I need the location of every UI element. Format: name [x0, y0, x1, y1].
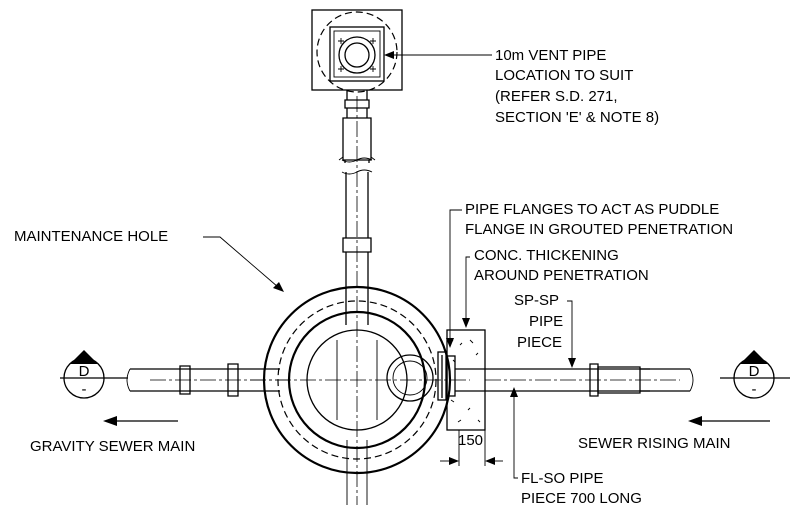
- maintenance-hole-label: MAINTENANCE HOLE: [14, 228, 168, 245]
- vent-label-4: SECTION 'E' & NOTE 8): [495, 109, 659, 126]
- flso-label-1: FL-SO PIPE: [521, 470, 604, 487]
- section-letter-right: D: [749, 363, 760, 380]
- gravity-pipe: [126, 363, 290, 397]
- flange-label-2: FLANGE IN GROUTED PENETRATION: [465, 221, 733, 238]
- rising-main-pipe: [455, 363, 694, 397]
- section-marker-right: D -: [720, 350, 790, 399]
- flow-arrows: [103, 416, 770, 426]
- dimension-150: [440, 430, 503, 466]
- flange-label-1: PIPE FLANGES TO ACT AS PUDDLE: [465, 201, 719, 218]
- spsp-label-3: PIECE: [517, 334, 562, 351]
- section-sub-right: -: [752, 381, 757, 398]
- section-sub-left: -: [82, 381, 87, 398]
- section-marker-left: D -: [60, 350, 128, 399]
- spsp-label-2: PIPE: [529, 313, 563, 330]
- maintenance-hole: [250, 285, 470, 505]
- dimension-label: 150: [458, 432, 483, 449]
- vent-label-3: (REFER S.D. 271,: [495, 88, 618, 105]
- leader-lines: [203, 51, 576, 479]
- conc-label-1: CONC. THICKENING: [474, 247, 619, 264]
- labels: 10m VENT PIPE LOCATION TO SUIT (REFER S.…: [14, 47, 733, 507]
- gravity-main-label: GRAVITY SEWER MAIN: [30, 438, 195, 455]
- vent-stack: [311, 9, 403, 505]
- spsp-label-1: SP-SP: [514, 292, 559, 309]
- flso-label-2: PIECE 700 LONG: [521, 490, 642, 507]
- vent-label-1: 10m VENT PIPE: [495, 47, 606, 64]
- rising-main-label: SEWER RISING MAIN: [578, 435, 731, 452]
- section-letter-left: D: [79, 363, 90, 380]
- conc-label-2: AROUND PENETRATION: [474, 267, 649, 284]
- vent-label-2: LOCATION TO SUIT: [495, 67, 633, 84]
